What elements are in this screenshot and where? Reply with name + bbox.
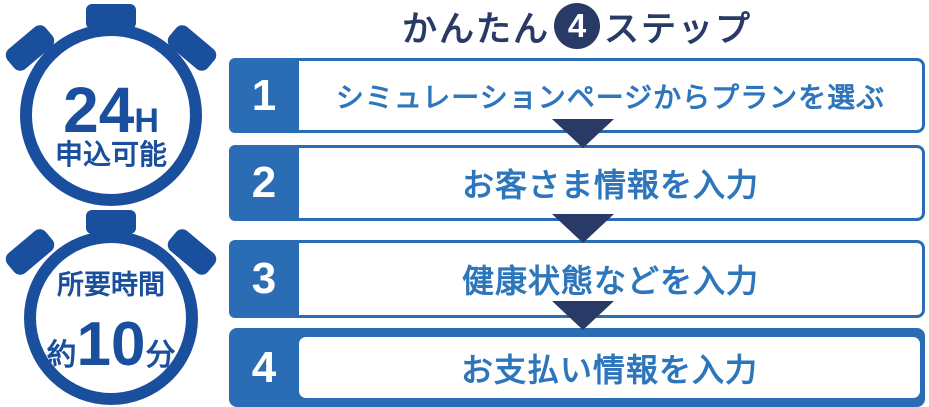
step-number: 1 <box>229 58 299 133</box>
step-row-2: 2 お客さま情報を入力 <box>229 145 925 221</box>
step-count: 4 <box>567 7 587 44</box>
title-prefix: かんたん <box>401 9 550 49</box>
badge-duration-text: 約10分 <box>47 310 176 379</box>
badge-24h-text: 24H <box>63 74 159 146</box>
badge-24h-hours: 24 <box>63 74 135 146</box>
stopwatch-duration-icon: 所要時間 約10分 <box>5 210 217 405</box>
arrow-down-icon <box>552 119 614 148</box>
stopwatch-buttons <box>5 4 217 71</box>
step-number: 2 <box>229 145 299 221</box>
badge-duration-approx: 約 <box>47 339 77 372</box>
step-number: 4 <box>251 342 277 392</box>
page-title: かんたん 4 ステップ <box>229 1 925 51</box>
badge-duration-caption: 所要時間 <box>57 270 165 300</box>
step-row-4: 4 お支払い情報を入力 <box>229 328 925 407</box>
stopwatch-dial <box>24 231 198 405</box>
step-count-badge: 4 <box>554 3 600 49</box>
badge-duration-minutes: 10 <box>77 310 146 379</box>
stopwatch-24h-icon: 24H 申込可能 <box>5 4 217 206</box>
title-suffix: ステップ <box>604 9 753 49</box>
arrow-down-icon <box>552 301 614 330</box>
arrow-down-icon <box>552 214 614 243</box>
badge-24h-unit: H <box>134 102 159 140</box>
badge-duration-unit: 分 <box>145 339 175 372</box>
step-number: 3 <box>229 240 299 318</box>
step-label: お客さま情報を入力 <box>461 167 759 203</box>
badge-24h-caption: 申込可能 <box>55 139 167 170</box>
step-panel: お支払い情報を入力 <box>299 337 920 398</box>
stopwatch-dial <box>20 24 202 206</box>
step-label: お支払い情報を入力 <box>460 351 758 388</box>
step-label: シミュレーションページからプランを選ぶ <box>335 81 886 113</box>
step-label: 健康状態などを入力 <box>461 263 759 299</box>
